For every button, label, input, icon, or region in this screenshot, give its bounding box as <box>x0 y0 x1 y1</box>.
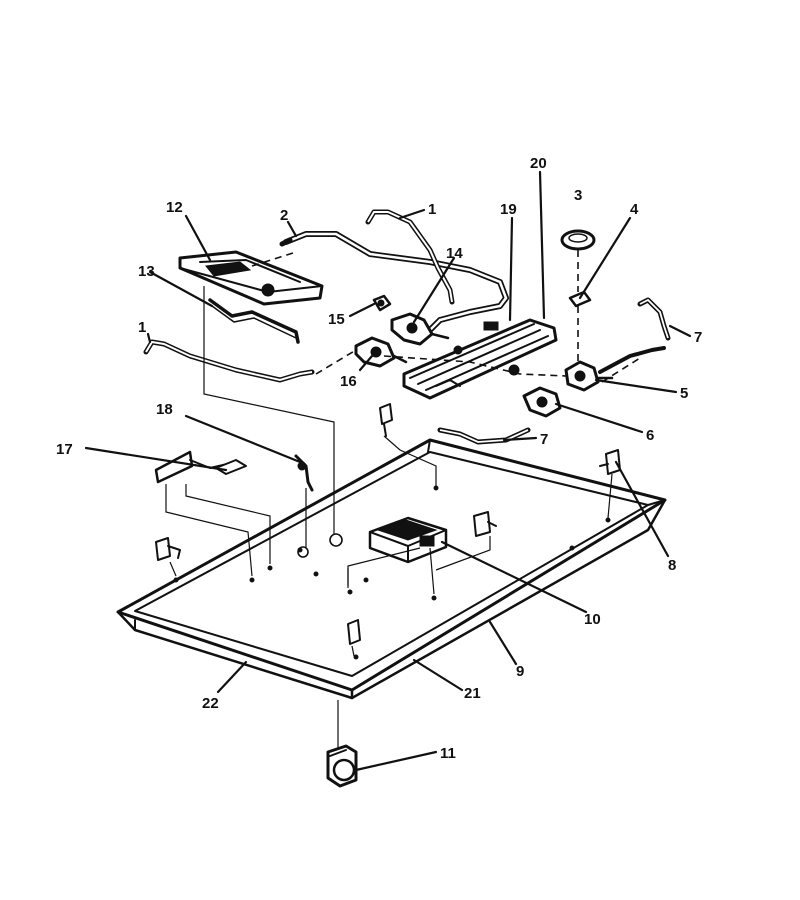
callout-8: 8 <box>668 557 676 574</box>
part-15-fitting <box>372 294 392 312</box>
part-19-20-burner-rail <box>402 318 558 400</box>
part-18-fitting <box>294 454 314 492</box>
part-7-upper-tube <box>598 297 671 374</box>
part-1-top-tube <box>365 209 455 305</box>
callout-4: 4 <box>630 201 639 218</box>
part-16-valve <box>354 336 408 368</box>
callout-5: 5 <box>680 385 688 402</box>
part-13-tube <box>208 298 300 344</box>
callout-1-left: 1 <box>138 319 146 336</box>
part-10-bracket <box>368 516 448 564</box>
part-14-valve <box>390 312 450 346</box>
callout-20: 20 <box>530 155 547 172</box>
callout-17: 17 <box>56 441 73 458</box>
part-1-left-tube <box>143 339 315 383</box>
callout-6: 6 <box>646 427 654 444</box>
callout-3: 3 <box>574 187 582 204</box>
callout-14: 14 <box>446 245 463 262</box>
callout-16: 16 <box>340 373 357 390</box>
part-2-manifold-tube <box>279 231 509 333</box>
part-12-bracket <box>178 250 324 306</box>
part-6-valve <box>522 386 562 418</box>
callout-21: 21 <box>464 685 481 702</box>
base-tray <box>116 438 667 700</box>
part-7-lower-tube <box>437 427 531 445</box>
callout-2: 2 <box>280 207 288 224</box>
callout-labels: 1 1 2 3 4 5 6 7 7 8 9 10 11 12 13 14 15 … <box>56 155 702 762</box>
callout-10: 10 <box>584 611 601 628</box>
callout-1-top: 1 <box>428 201 436 218</box>
part-5-valve <box>564 360 614 392</box>
callout-12: 12 <box>166 199 183 216</box>
leader-lines <box>84 170 692 772</box>
callout-7-upper: 7 <box>694 329 702 346</box>
tray-holes <box>173 485 611 660</box>
callout-18: 18 <box>156 401 173 418</box>
callout-13: 13 <box>138 263 155 280</box>
callout-15: 15 <box>328 311 345 328</box>
tray-clips <box>155 403 621 645</box>
part-3-knob <box>560 229 596 251</box>
part-11-regulator <box>326 744 358 788</box>
assembly-lines <box>165 250 641 748</box>
callout-11: 11 <box>440 745 456 762</box>
callout-19: 19 <box>500 201 517 218</box>
callout-22: 22 <box>202 695 219 712</box>
callout-7-lower: 7 <box>540 431 548 448</box>
callout-9: 9 <box>516 663 524 680</box>
